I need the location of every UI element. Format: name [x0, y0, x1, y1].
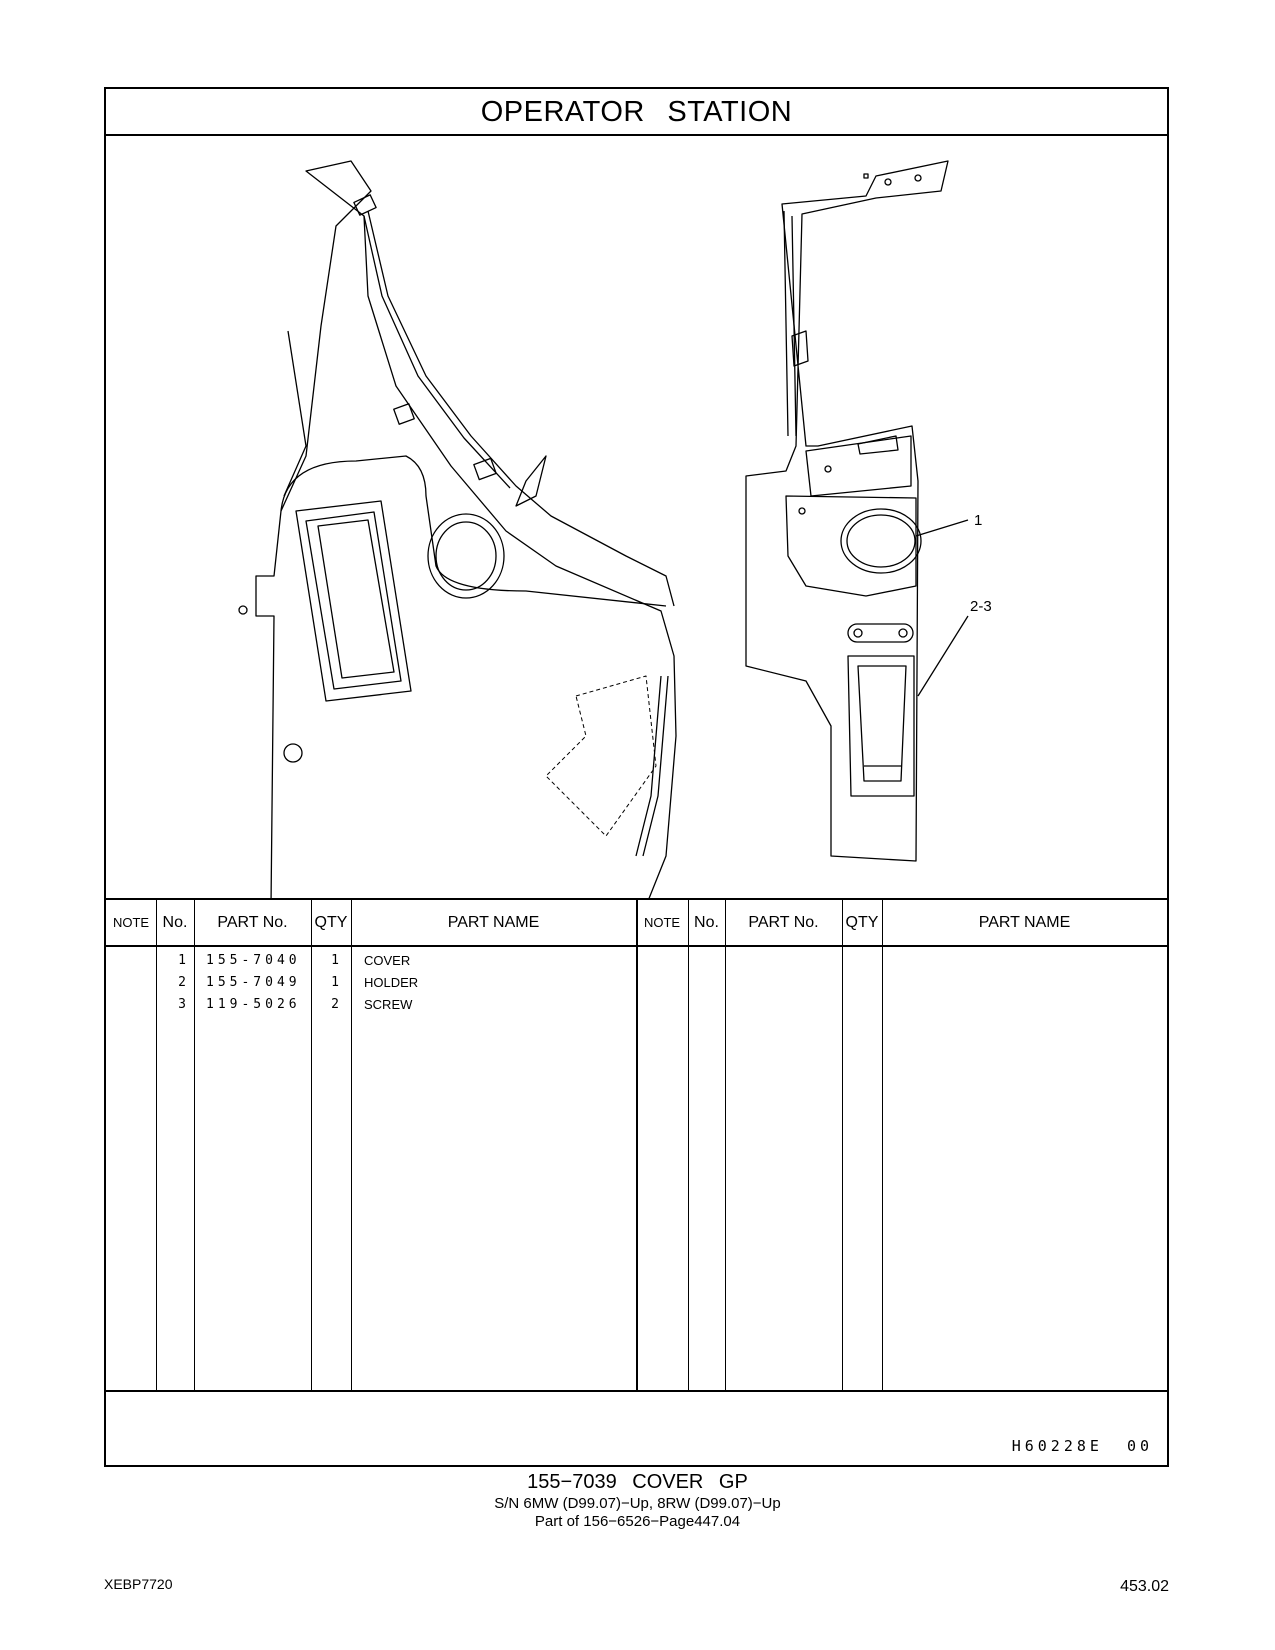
page-title: OPERATOR STATION	[480, 96, 793, 128]
illustration-code: H60228E 00	[1012, 1437, 1153, 1455]
parts-illustration: 1 2-3	[106, 136, 1167, 898]
row-no: 2	[178, 975, 186, 990]
illustration-ref: H60228E	[1011, 1437, 1103, 1455]
document-id: XEBP7720	[104, 1576, 173, 1592]
row-part-name: COVER	[364, 953, 411, 968]
page-number: 453.02	[1120, 1578, 1169, 1595]
row-part-name: HOLDER	[364, 975, 419, 990]
header-rule	[106, 945, 1167, 947]
parts-list-table: NOTE No. PART No. QTY PART NAME NOTE No.…	[106, 898, 1167, 1392]
header-note: NOTE	[643, 915, 681, 930]
leader-line-2	[917, 615, 969, 697]
header-qty: QTY	[845, 914, 879, 931]
header-note: NOTE	[112, 915, 150, 930]
table-row: 2 155-7049 1 HOLDER	[106, 972, 1167, 994]
row-part-no: 155-7049	[206, 975, 301, 990]
group-caption: 155−7039 COVER GP	[0, 1471, 1275, 1494]
table-row: 1 155-7040 1 COVER	[106, 950, 1167, 972]
column-divider	[882, 900, 883, 1390]
header-part-name: PART NAME	[978, 914, 1071, 931]
row-qty: 1	[331, 953, 339, 968]
row-part-no: 119-5026	[206, 997, 301, 1012]
serial-range: S/N 6MW (D99.07)−Up, 8RW (D99.07)−Up	[494, 1495, 781, 1512]
part-of-reference: Part of 156−6526−Page447.04	[534, 1513, 741, 1530]
illustration-rev: 00	[1126, 1437, 1153, 1455]
column-divider	[351, 900, 352, 1390]
row-qty: 2	[331, 997, 339, 1012]
table-row: 3 119-5026 2 SCREW	[106, 994, 1167, 1016]
header-no: No.	[162, 914, 188, 931]
leader-line-1	[915, 519, 969, 537]
row-part-no: 155-7040	[206, 953, 301, 968]
callout-label-1: 1	[974, 512, 982, 529]
row-no: 3	[178, 997, 186, 1012]
column-divider	[688, 900, 689, 1390]
column-divider	[156, 900, 157, 1390]
header-no: No.	[694, 914, 719, 931]
title-bar: OPERATOR STATION	[106, 89, 1167, 136]
exploded-view-drawing: 1 2-3	[238, 160, 992, 898]
row-no: 1	[178, 953, 186, 968]
header-part-name: PART NAME	[447, 914, 540, 931]
header-part-no: PART No.	[217, 914, 288, 931]
cover-left-view	[238, 160, 677, 898]
column-divider	[725, 900, 726, 1390]
document-frame: OPERATOR STATION	[104, 87, 1169, 1467]
callout-label-2-3: 2-3	[970, 598, 992, 615]
block-divider	[636, 900, 638, 1390]
header-qty: QTY	[314, 914, 348, 931]
row-qty: 1	[331, 975, 339, 990]
column-divider	[842, 900, 843, 1390]
header-part-no: PART No.	[748, 914, 819, 931]
column-divider	[311, 900, 312, 1390]
group-title: 155−7039 COVER GP	[527, 1471, 748, 1493]
column-divider	[194, 900, 195, 1390]
holder-right-view	[745, 160, 949, 862]
row-part-name: SCREW	[364, 997, 413, 1012]
